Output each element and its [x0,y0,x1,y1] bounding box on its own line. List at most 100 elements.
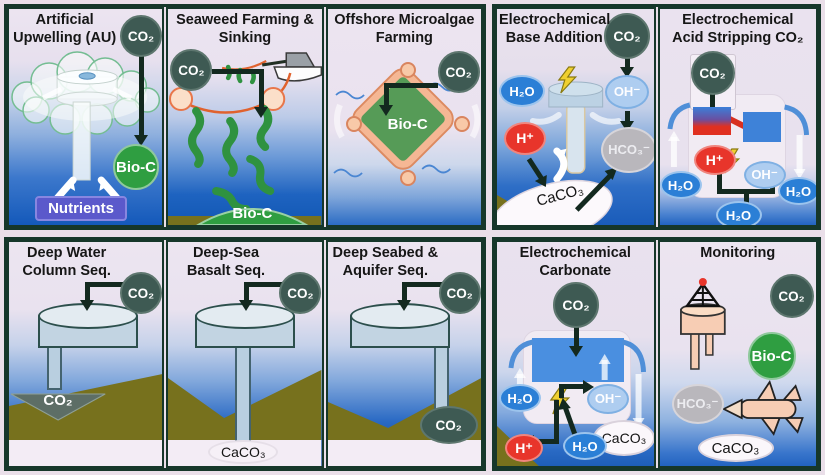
auv-icon [721,379,804,436]
pen-corner-float [399,170,416,186]
co2-badge: CO₂ [604,13,650,59]
arrow-co2-to-tank [574,324,579,350]
monitoring-illustration [679,278,804,436]
bio-c-badge: Bio-C [747,332,796,380]
bedrock-layer [9,440,163,466]
h2o-badge: H₂O [563,432,607,460]
caco3-badge: CaCO₃ [697,434,774,462]
sinking-seaweed [212,155,275,213]
co2-badge: CO₂ [553,282,599,328]
arrow-co2-to-tank-head [569,346,583,357]
panel-acid-stripping: Electrochemical Acid Stripping CO₂ [657,7,818,227]
cathode-cell [742,112,781,142]
return-pipe-right [783,104,809,136]
arrow-h2o-to-cell [557,398,578,435]
electrolysis-platform-icon [548,81,604,174]
panel-title: Deep Seabed & Aquifer Seq. [332,245,439,279]
h2o-badge: H₂O [499,384,541,412]
panel-title: Deep-Sea Basalt Seq. [186,245,266,279]
group-biological-pathways: Artificial Upwelling (AU) [4,4,486,230]
arrow-co2-head [254,107,269,118]
buoy-float [169,87,194,111]
panel-base-addition: Electrochemical Base Addition [495,7,656,227]
bio-c-badge: Bio-C [113,144,159,190]
h-plus-badge: H⁺ [505,434,543,462]
panel-title: Electrochemical Acid Stripping CO₂ [672,12,804,46]
panel-deep-seabed-aquifer: Deep Seabed & Aquifer Seq. CO₂ CO₂ [325,240,483,468]
h-plus-badge: H⁺ [693,145,736,175]
arrow-co2-elbow-h [383,83,438,88]
h2o-badge: H₂O [715,201,762,225]
nutrients-box: Nutrients [35,196,127,221]
dispersal-arrows [529,112,622,125]
hco3-badge: HCO₃⁻ [601,127,654,173]
arrow-to-hplus [716,169,722,191]
dissolution-arrow [553,147,568,183]
pen-corner-float [345,116,362,132]
panel-deep-sea-basalt: Deep-Sea Basalt Seq. CO₂ CaCO₃ [166,240,324,468]
lightning-icon [557,66,578,94]
arrow-co2-elbow-h [85,282,127,287]
arrow-co2-elbow-h [244,282,287,287]
hco3-badge: HCO₃⁻ [671,384,724,424]
panel-seaweed-farming: Seaweed Farming & Sinking [166,7,324,227]
arrow-co2-elbow-v [259,69,265,109]
upwelling-pump-icon [56,69,118,181]
arrow-oh-to-hco3-head [620,121,634,132]
co2-lake-label: CO₂ [43,392,73,409]
buoy-icon [679,278,726,370]
panel-title: Artificial Upwelling (AU) [13,12,117,46]
anode-cell [692,107,731,135]
arrow-co2-to-oh [625,57,630,71]
bio-c-label: Bio-C [232,205,273,222]
arrow-co2-head [378,105,393,116]
group-electrochemical-top: Electrochemical Base Addition [492,4,821,230]
injection-pipe [235,346,252,452]
flow-arrows [670,135,803,173]
co2-badge: CO₂ [437,51,480,93]
arrow-co2-elbow-h [401,282,444,287]
boat-icon [262,52,322,82]
upwelling-illustration [11,51,161,207]
panel-microalgae-farming: Offshore Microalgae Farming Bio-C [325,7,483,227]
panel-title: Electrochemical Base Addition [499,12,611,46]
circulation-arrows [333,103,480,139]
panel-title: Monitoring [700,245,776,261]
arrow-co2-elbow-h [212,69,265,74]
arrow-oh-to-hco3 [625,111,630,125]
arrow-caco3-to-hco3 [574,167,618,212]
caco3-badge: CaCO₃ [208,440,279,464]
panel-title: Seaweed Farming & Sinking [176,12,314,46]
panel-deep-water-column: Deep Water Column Seq. CO₂ CO₂ [7,240,165,468]
aquifer-layer [327,440,481,466]
co2-badge: CO₂ [279,272,322,314]
co2-lake [10,393,106,421]
arrow-co2-head [239,300,254,311]
outlet-pipe-right [621,339,647,373]
bio-c-label: Bio-C [387,116,428,133]
panel-title: Offshore Microalgae Farming [334,12,475,46]
arrow-co2-elbow-v [383,83,389,107]
pen-corner-float [399,62,416,78]
panel-artificial-upwelling: Artificial Upwelling (AU) [7,7,165,227]
deep-water-illustration [9,374,163,466]
arrow-co2-elbow-v [244,282,250,304]
panel-monitoring: Monitoring [657,240,818,468]
oh-badge: OH⁻ [587,384,629,414]
arrow-co2-to-bioc [139,55,144,137]
h2o-badge: H₂O [499,75,545,107]
outflow-arrows [41,86,133,101]
seabed [168,370,322,440]
group-sequestration-pathways: Deep Water Column Seq. CO₂ CO₂ Deep-Sea … [4,237,486,471]
oh-badge: OH⁻ [743,161,786,189]
arrow-elbow-oh-head [583,380,594,394]
intake-pipe-left [666,102,691,130]
microalgae-illustration [333,82,480,178]
co2-badge: CO₂ [690,51,735,95]
seabed [9,374,163,440]
arrow-co2-elbow-v [401,282,407,304]
bio-c-mound [196,208,309,225]
surface-rope [222,60,268,71]
oh-badge: OH⁻ [605,75,649,109]
nutrient-arrowheads [65,180,110,191]
